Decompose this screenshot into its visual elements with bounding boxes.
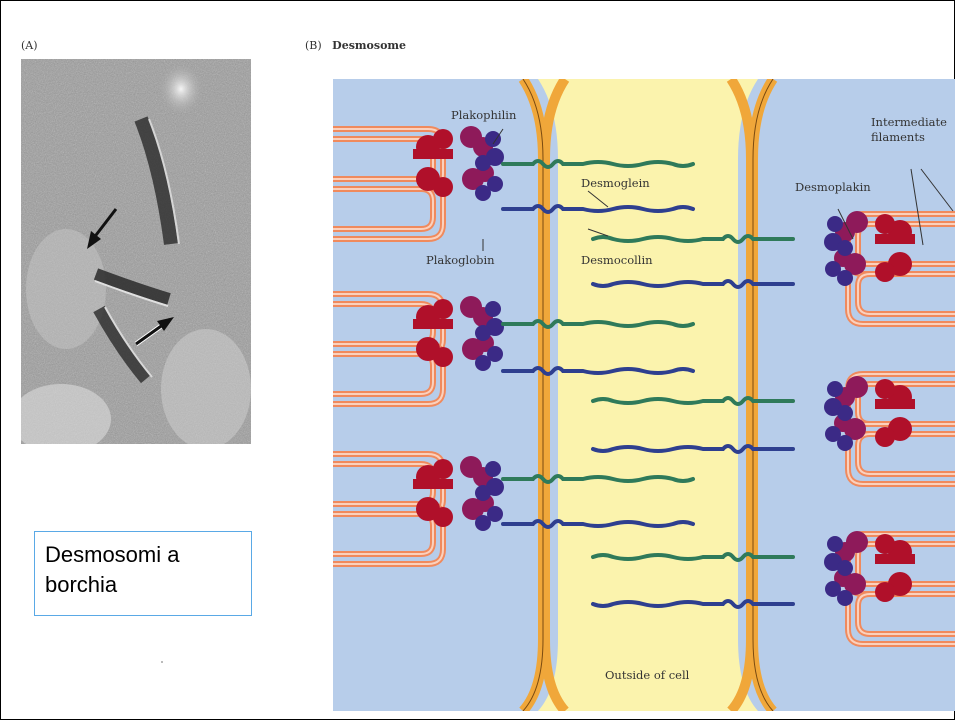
panel-b-title: Desmosome: [332, 39, 406, 52]
label-outside-of-cell: Outside of cell: [605, 668, 690, 682]
label-intermediate: Intermediate: [871, 115, 947, 129]
panel-b-label: (B) Desmosome: [305, 39, 406, 52]
panel-a-label: (A): [21, 39, 38, 52]
label-desmoplakin: Desmoplakin: [795, 180, 871, 194]
electron-micrograph: [21, 59, 251, 444]
caption-box: Desmosomi a borchia: [34, 531, 252, 616]
caption-line-2: borchia: [45, 570, 241, 600]
label-filaments: filaments: [871, 130, 925, 144]
label-desmocollin: Desmocollin: [581, 253, 653, 267]
stray-dot: [161, 661, 163, 663]
label-plakophilin: Plakophilin: [451, 108, 517, 122]
desmosome-diagram: Plakophilin Plakoglobin Desmoglein Desmo…: [333, 79, 955, 711]
extracellular-space: [538, 79, 758, 711]
caption-line-1: Desmosomi a: [45, 540, 241, 570]
label-desmoglein: Desmoglein: [581, 176, 650, 190]
label-plakoglobin: Plakoglobin: [426, 253, 495, 267]
panel-b-letter: (B): [305, 39, 322, 52]
